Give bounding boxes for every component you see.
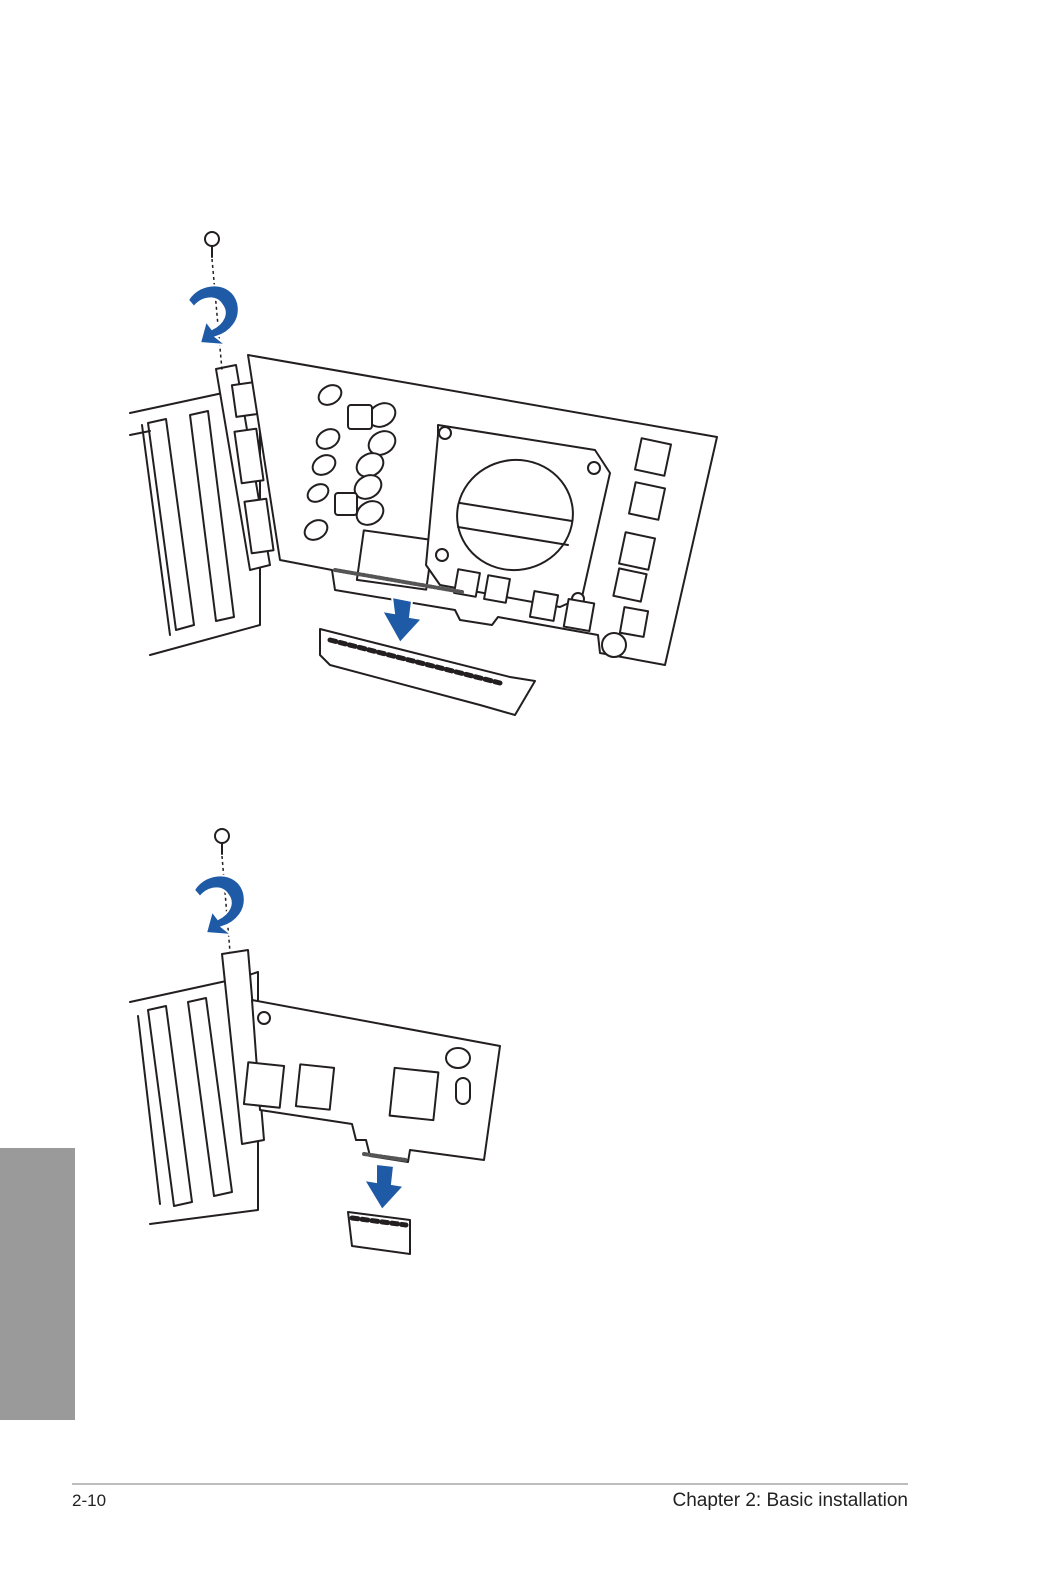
screw-icon [205, 232, 219, 257]
figure-expansion-card-install [120, 820, 520, 1270]
gpu-cooler [426, 425, 610, 607]
chapter-side-tab [0, 1148, 75, 1420]
footer-divider [72, 1483, 908, 1485]
rotate-arrow-icon [188, 285, 239, 345]
figure-graphics-card-install [120, 225, 730, 725]
rotate-arrow-icon-2 [194, 875, 245, 935]
down-arrow-icon-2 [364, 1164, 404, 1210]
screw-icon-2 [215, 829, 229, 854]
chapter-title: Chapter 2: Basic installation [672, 1490, 908, 1512]
pcie-x16-slot [320, 629, 535, 715]
page-number: 2-10 [72, 1491, 106, 1511]
